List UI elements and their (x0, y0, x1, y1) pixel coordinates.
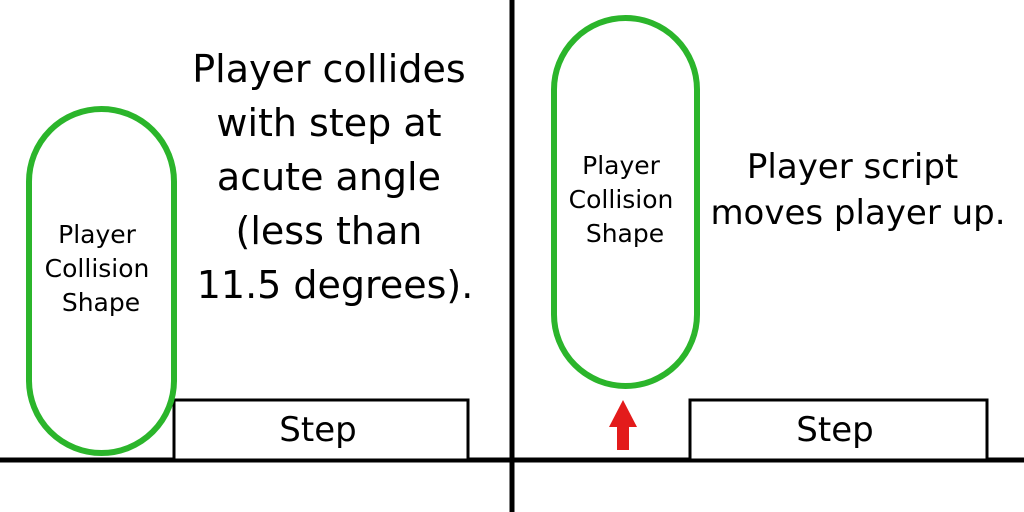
right-caption: Player script moves player up. (710, 147, 1005, 233)
left-step-label: Step (279, 410, 356, 450)
left-step-box (172, 398, 470, 462)
right-capsule-label: Player Collision Shape (569, 151, 682, 248)
right-panel: Step Player Collision Shape Player scrip… (551, 15, 1006, 462)
up-arrow-icon (609, 400, 637, 450)
left-panel: Step Player Collision Shape Player colli… (26, 47, 478, 462)
left-caption: Player collides with step at acute angle… (192, 47, 478, 307)
left-collision-capsule (26, 106, 177, 456)
left-capsule-label: Player Collision Shape (45, 220, 158, 317)
right-step-label: Step (796, 410, 873, 450)
right-collision-capsule (551, 15, 700, 389)
right-step-box (688, 398, 989, 462)
